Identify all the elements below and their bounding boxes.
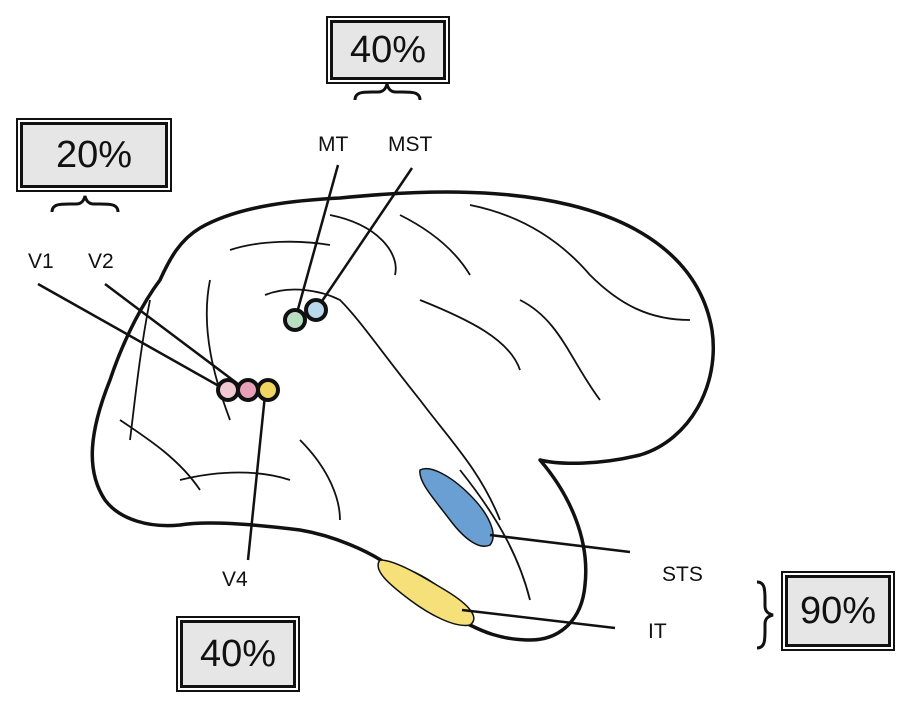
- v4-dot: [256, 378, 280, 402]
- brace-dorsal: [353, 83, 422, 101]
- percent-box-early-visual: 20%: [20, 122, 168, 188]
- mt-dot: [283, 308, 307, 332]
- label-mst: MST: [388, 133, 433, 156]
- sulci: [119, 204, 691, 621]
- label-it: IT: [648, 620, 667, 643]
- label-sts: STS: [662, 563, 703, 586]
- label-v4: V4: [222, 568, 248, 591]
- braces: [50, 83, 774, 650]
- label-mt: MT: [318, 133, 349, 156]
- percent-box-dorsal: 40%: [330, 20, 446, 80]
- recording-sites: [216, 298, 328, 402]
- sts-region: [419, 468, 494, 547]
- label-v1: V1: [28, 250, 54, 273]
- v1-dot: [216, 378, 240, 402]
- pointer-lines: [37, 164, 631, 630]
- it-region: [377, 559, 475, 627]
- v2-dot: [236, 378, 260, 402]
- label-v2: V2: [88, 250, 114, 273]
- mst-dot: [304, 298, 328, 322]
- brace-early: [50, 195, 120, 213]
- brace-ventral: [756, 580, 774, 650]
- percent-box-v4: 40%: [180, 620, 296, 688]
- brain-outline: [90, 190, 715, 642]
- percent-box-ventral: 90%: [785, 575, 891, 647]
